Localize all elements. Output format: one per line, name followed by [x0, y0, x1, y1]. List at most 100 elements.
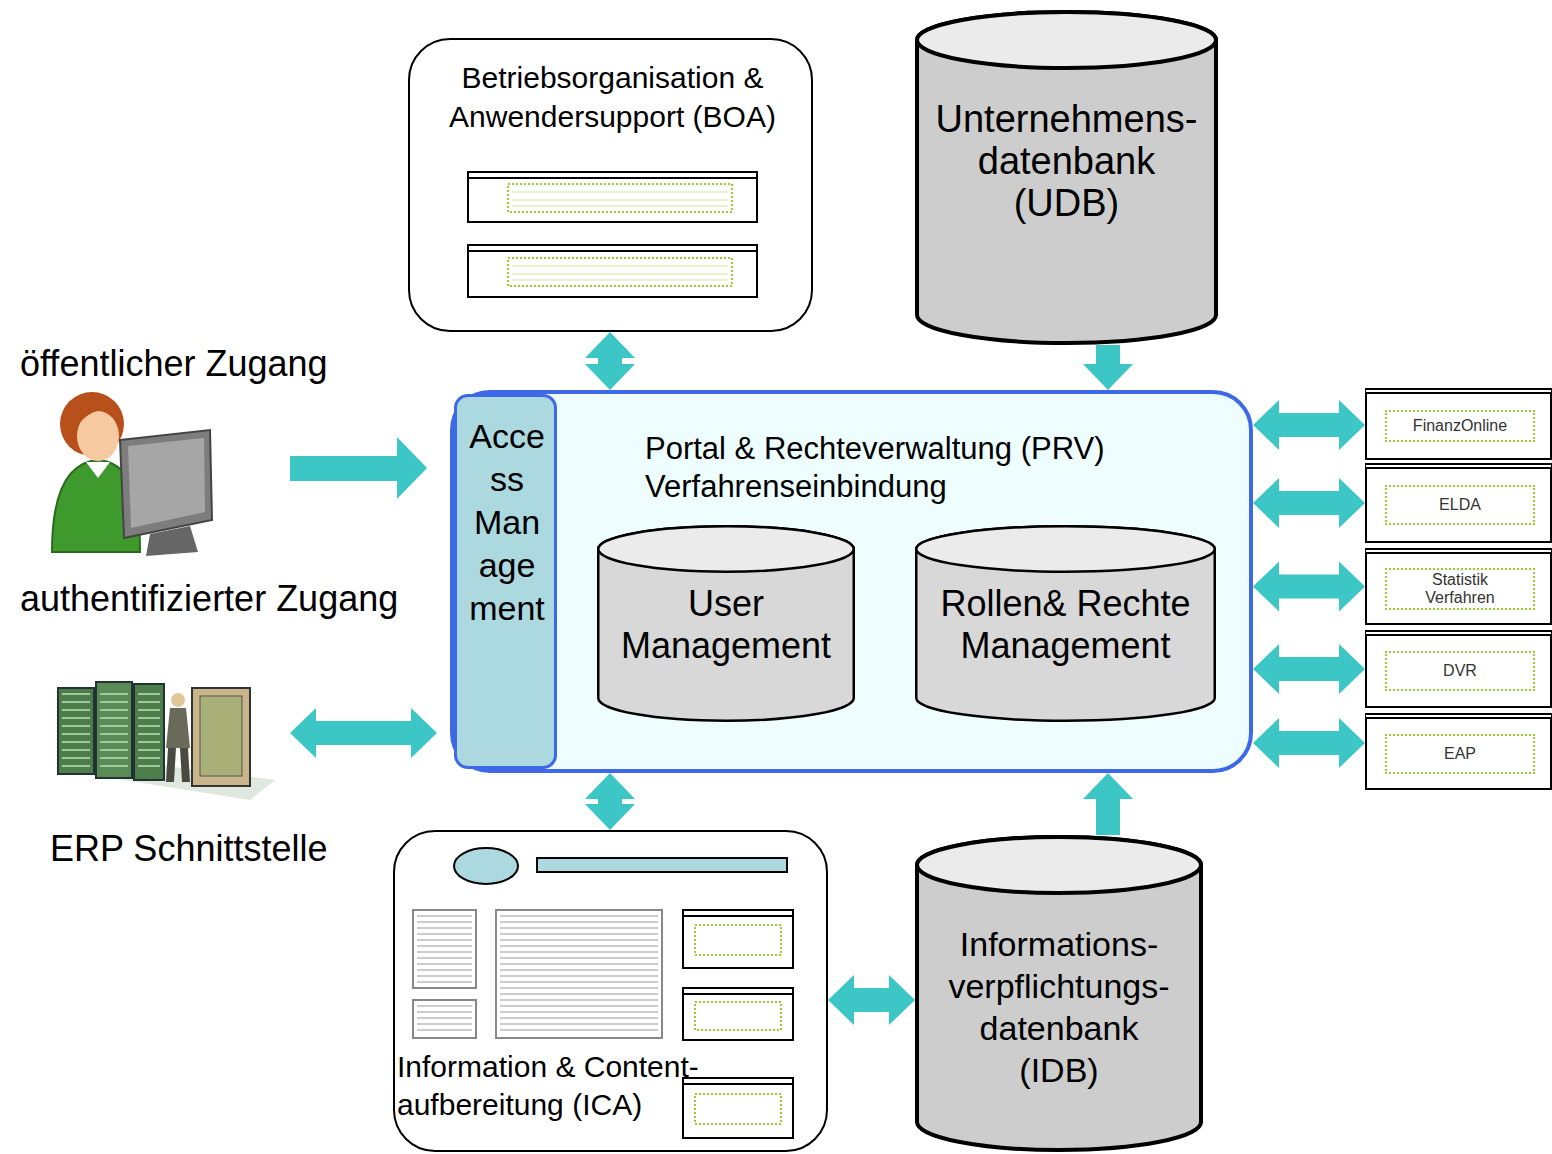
- window-icon-part: [468, 177, 757, 179]
- decor-line: [500, 1000, 658, 1001]
- flow-arrow: [1253, 478, 1365, 528]
- webpage-mockup-part: [496, 910, 662, 1038]
- cylinder-top: [917, 12, 1216, 68]
- node-label: Portal & Rechteverwaltung (PRV) Verfahre…: [645, 430, 1205, 506]
- decor-line: [500, 1006, 658, 1007]
- decor-line: [417, 1030, 472, 1031]
- flow-arrow: [585, 773, 635, 830]
- node-label: FinanzOnline: [1385, 410, 1535, 442]
- decor-line: [500, 1030, 658, 1031]
- decor-line: [62, 749, 90, 751]
- decor-line: [417, 1018, 472, 1019]
- decor-line: [417, 928, 472, 929]
- portal-box: Portal & Rechteverwaltung (PRV) Verfahre…: [450, 390, 1253, 773]
- decor-line: [500, 1024, 658, 1025]
- decor-line: [500, 958, 658, 959]
- window-icon-part: [468, 245, 757, 297]
- decor-line: [100, 749, 128, 751]
- database-cylinder: Rollen& Rechte Management: [915, 525, 1216, 722]
- flow-arrow: [1253, 718, 1365, 768]
- server-illustration-part: [96, 682, 132, 778]
- server-illustration-part: [192, 688, 250, 786]
- window-icon-part: [508, 184, 732, 212]
- flow-arrow: [1253, 644, 1365, 694]
- webpage-mockup-part: [683, 910, 793, 968]
- server-illustration-part: [171, 693, 185, 707]
- system-box: FinanzOnline: [1365, 388, 1552, 460]
- cylinder-top: [917, 837, 1201, 893]
- decor-line: [500, 964, 658, 965]
- decor-line: [62, 733, 90, 735]
- server-illustration-part: [134, 684, 164, 780]
- decor-line: [138, 749, 160, 751]
- decor-line: [417, 934, 472, 935]
- decor-line: [500, 1018, 658, 1019]
- window-icon-part: [512, 192, 728, 193]
- webpage-mockup-part: [683, 988, 793, 1040]
- access-arrow: [290, 437, 427, 499]
- decor-line: [100, 693, 128, 695]
- user-icon-part: [86, 462, 110, 478]
- decor-line: [100, 709, 128, 711]
- decor-line: [417, 964, 472, 965]
- decor-line: [500, 982, 658, 983]
- decor-line: [62, 701, 90, 703]
- decor-line: [417, 970, 472, 971]
- system-box: Statistik Verfahren: [1365, 548, 1552, 625]
- node-label: Acce ss Man age ment: [460, 415, 554, 630]
- decor-line: [500, 988, 658, 989]
- decor-line: [500, 928, 658, 929]
- webpage-mockup-part: [413, 1000, 476, 1038]
- decor-line: [500, 934, 658, 935]
- decor-line: [138, 741, 160, 743]
- access-label: öffentlicher Zugang: [20, 343, 328, 385]
- decor-line: [500, 952, 658, 953]
- window-icon: [468, 172, 757, 222]
- decor-line: [138, 693, 160, 695]
- node-label: Statistik Verfahren: [1385, 568, 1535, 610]
- flow-arrow: [585, 332, 635, 390]
- server-illustration-part: [166, 748, 190, 782]
- window-icon-part: [468, 250, 757, 252]
- server-illustration-part: [62, 694, 160, 766]
- cylinder-top: [916, 526, 1215, 572]
- decor-line: [417, 958, 472, 959]
- server-illustration-part: [58, 688, 94, 774]
- flow-arrow: [1083, 773, 1133, 835]
- decor-line: [62, 693, 90, 695]
- node-label: Information & Content- aufbereitung (ICA…: [397, 1048, 742, 1124]
- decor-line: [100, 725, 128, 727]
- server-illustration-part: [166, 708, 190, 748]
- decor-line: [417, 922, 472, 923]
- decor-line: [100, 765, 128, 767]
- window-icon-part: [512, 266, 728, 267]
- access-label: authentifizierter Zugang: [20, 578, 398, 620]
- decor-line: [500, 970, 658, 971]
- webpage-mockup-part: [413, 910, 476, 988]
- database-cylinder: Unternehmens- datenbank (UDB): [915, 10, 1218, 345]
- user-icon-part: [146, 526, 198, 556]
- webpage-mockup-part: [683, 915, 793, 917]
- window-icon-part: [512, 206, 728, 207]
- decor-line: [138, 757, 160, 759]
- node-label: Rollen& Rechte Management: [925, 583, 1206, 667]
- database-cylinder: User Management: [597, 525, 855, 722]
- decor-line: [417, 952, 472, 953]
- server-illustration: [58, 682, 275, 800]
- user-icon-part: [70, 399, 120, 430]
- decor-line: [500, 976, 658, 977]
- boa-box: Betriebsorganisation & Anwendersupport (…: [408, 38, 813, 332]
- webpage-mockup-part: [695, 1002, 781, 1030]
- decor-line: [62, 725, 90, 727]
- decor-line: [62, 765, 90, 767]
- webpage-mockup-part: [695, 1094, 781, 1124]
- window-icon: [468, 245, 757, 297]
- access-band: Acce ss Man age ment: [454, 394, 557, 769]
- flow-arrow: [1253, 562, 1365, 612]
- decor-line: [417, 940, 472, 941]
- decor-line: [62, 717, 90, 719]
- webpage-mockup-part: [683, 1083, 793, 1085]
- decor-line: [138, 701, 160, 703]
- decor-line: [138, 725, 160, 727]
